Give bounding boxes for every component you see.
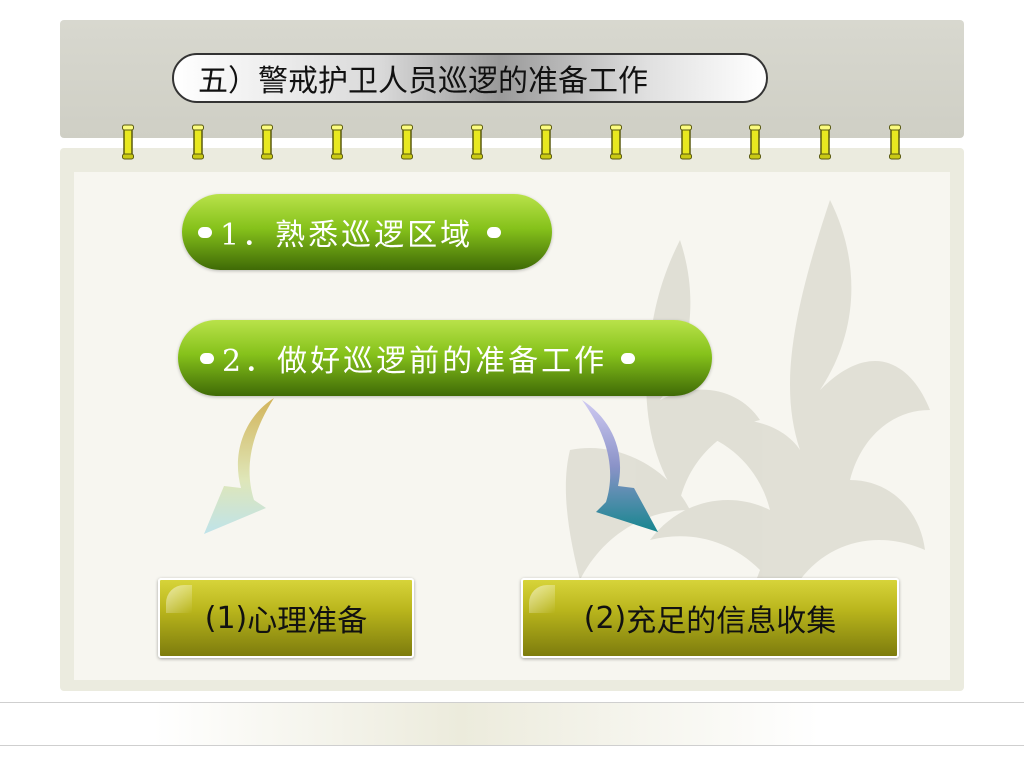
bullet-dot-icon bbox=[200, 352, 214, 364]
curved-arrow-right-icon bbox=[582, 400, 658, 532]
sub-item-1-box: (1) 心理准备 bbox=[158, 578, 414, 658]
item-2-pill: 2．做好巡逻前的准备工作 bbox=[178, 320, 712, 396]
binder-ring-icon bbox=[888, 124, 901, 160]
sub-item-1-label: 心理准备 bbox=[247, 604, 368, 639]
binder-ring-icon bbox=[540, 124, 553, 160]
bullet-dot-icon bbox=[621, 352, 636, 364]
slide-title: 五）警戒护卫人员巡逻的准备工作 bbox=[172, 53, 768, 103]
binder-ring-icon bbox=[400, 124, 413, 160]
binder-ring-icon bbox=[331, 124, 344, 160]
item-1-pill: 1．熟悉巡逻区域 bbox=[182, 194, 552, 270]
binder-ring-icon bbox=[819, 124, 831, 160]
sub-item-2-label: 充足的信息收集 bbox=[626, 604, 837, 639]
sub-item-2-number: (2) bbox=[583, 600, 627, 636]
binder-ring-icon bbox=[749, 124, 762, 160]
slide-title-text: 五）警戒护卫人员巡逻的准备工作 bbox=[198, 64, 648, 99]
sub-item-2-box: (2) 充足的信息收集 bbox=[521, 578, 899, 658]
bullet-dot-icon bbox=[487, 226, 502, 238]
item-2-label: 2．做好巡逻前的准备工作 bbox=[222, 344, 608, 379]
binder-ring-icon bbox=[470, 124, 483, 160]
curved-arrow-left-icon bbox=[204, 398, 274, 534]
binder-ring-icon bbox=[609, 124, 622, 160]
binder-ring-icon bbox=[679, 124, 692, 160]
bullet-dot-icon bbox=[198, 226, 212, 238]
binder-rings bbox=[0, 124, 1024, 164]
sub-item-1-number: (1) bbox=[204, 600, 248, 636]
item-1-label: 1．熟悉巡逻区域 bbox=[220, 218, 474, 253]
footer-bar bbox=[0, 702, 1024, 746]
binder-ring-icon bbox=[122, 124, 134, 160]
binder-ring-icon bbox=[191, 124, 204, 160]
binder-ring-icon bbox=[261, 124, 274, 160]
